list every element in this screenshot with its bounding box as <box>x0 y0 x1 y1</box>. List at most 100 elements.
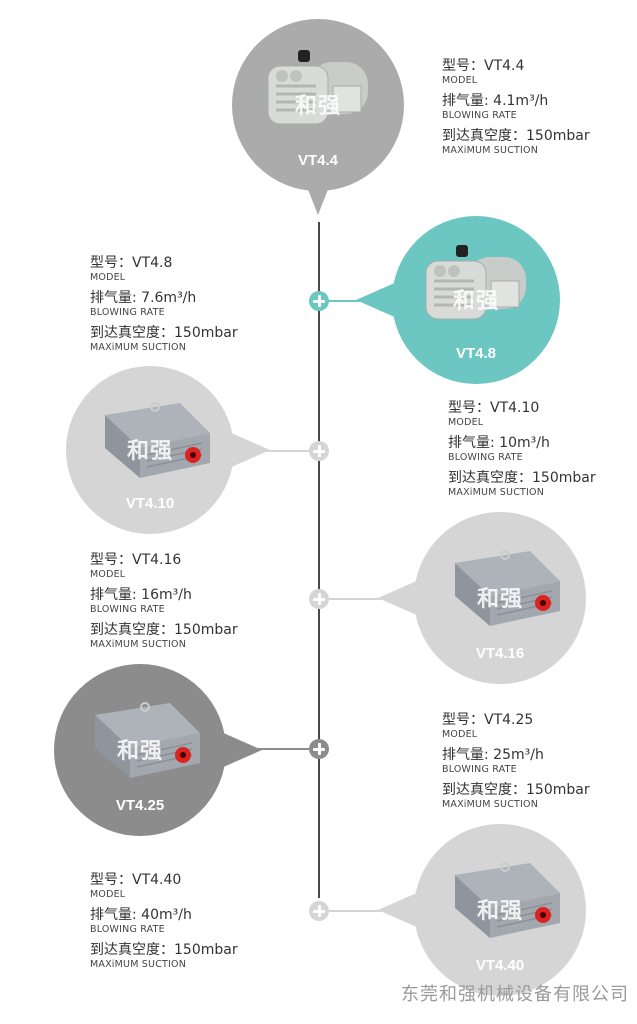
model-row: 型号：VT4.25 <box>442 712 590 729</box>
product-name: VT4.10 <box>125 495 175 512</box>
product-specs: 型号：VT4.10 MODEL 排气量: 10m³/h BLOWING RATE… <box>448 400 596 505</box>
suction-row: 到达真空度：150mbar <box>90 325 238 342</box>
suction-label-en: MAXiMUM SUCTION <box>90 342 187 353</box>
connector-line <box>319 598 424 600</box>
pump-image <box>416 243 536 337</box>
rate-label-en: BLOWING RATE <box>90 307 165 318</box>
model-label: 型号： <box>448 400 490 416</box>
model-row: 型号：VT4.40 <box>90 872 238 889</box>
model-row: 型号：VT4.8 <box>90 255 238 272</box>
rate-label-en: BLOWING RATE <box>442 764 517 775</box>
suction-row: 到达真空度：150mbar <box>90 942 238 959</box>
suction-label-en: MAXiMUM SUCTION <box>448 487 545 498</box>
suction-label-en: MAXiMUM SUCTION <box>90 959 187 970</box>
rate-label-en: BLOWING RATE <box>448 452 523 463</box>
rate-label: 排气量: <box>448 435 500 451</box>
rate-value: 25m³/h <box>493 747 544 763</box>
rate-row: 排气量: 4.1m³/h <box>442 93 590 110</box>
pump-image <box>75 693 205 787</box>
watermark: 和强 <box>476 897 523 924</box>
model-label-en: MODEL <box>90 272 126 283</box>
model-row: 型号：VT4.4 <box>442 58 590 75</box>
model-value: VT4.8 <box>132 255 173 271</box>
product-name: VT4.4 <box>297 152 339 169</box>
rate-value: 4.1m³/h <box>493 93 549 109</box>
suction-label-en: MAXiMUM SUCTION <box>90 639 187 650</box>
product-bubble[interactable]: 和强 VT4.8 <box>392 216 560 384</box>
suction-row: 到达真空度：150mbar <box>90 622 238 639</box>
expand-plus-icon[interactable] <box>309 291 329 311</box>
product-specs: 型号：VT4.16 MODEL 排气量: 16m³/h BLOWING RATE… <box>90 552 238 657</box>
watermark: 和强 <box>294 92 341 119</box>
suction-value: 150mbar <box>174 325 238 341</box>
product-specs: 型号：VT4.40 MODEL 排气量: 40m³/h BLOWING RATE… <box>90 872 238 977</box>
product-name: VT4.8 <box>455 345 497 362</box>
suction-label-en: MAXiMUM SUCTION <box>442 145 539 156</box>
pump-image <box>435 541 565 635</box>
product-bubble[interactable]: 和强 VT4.16 <box>414 512 586 684</box>
rate-row: 排气量: 16m³/h <box>90 587 238 604</box>
model-value: VT4.40 <box>132 872 182 888</box>
model-value: VT4.10 <box>490 400 540 416</box>
product-specs: 型号：VT4.25 MODEL 排气量: 25m³/h BLOWING RATE… <box>442 712 590 817</box>
rate-value: 7.6m³/h <box>141 290 197 306</box>
suction-label: 到达真空度： <box>448 470 532 486</box>
rate-row: 排气量: 10m³/h <box>448 435 596 452</box>
watermark: 和强 <box>116 737 163 764</box>
product-name: VT4.40 <box>475 957 525 974</box>
model-value: VT4.16 <box>132 552 182 568</box>
rate-label-en: BLOWING RATE <box>90 604 165 615</box>
rate-row: 排气量: 25m³/h <box>442 747 590 764</box>
rate-label-en: BLOWING RATE <box>442 110 517 121</box>
model-row: 型号：VT4.10 <box>448 400 596 417</box>
watermark: 和强 <box>476 585 523 612</box>
model-label: 型号： <box>442 58 484 74</box>
rate-label-en: BLOWING RATE <box>90 924 165 935</box>
expand-plus-icon[interactable] <box>309 589 329 609</box>
connector-line <box>216 748 319 750</box>
model-label-en: MODEL <box>90 889 126 900</box>
product-specs: 型号：VT4.4 MODEL 排气量: 4.1m³/h BLOWING RATE… <box>442 58 590 163</box>
product-specs: 型号：VT4.8 MODEL 排气量: 7.6m³/h BLOWING RATE… <box>90 255 238 360</box>
model-label-en: MODEL <box>90 569 126 580</box>
expand-plus-icon[interactable] <box>309 441 329 461</box>
suction-value: 150mbar <box>526 128 590 144</box>
product-name: VT4.25 <box>115 797 165 814</box>
rate-label: 排气量: <box>90 907 142 923</box>
suction-label-en: MAXiMUM SUCTION <box>442 799 539 810</box>
rate-label: 排气量: <box>90 587 142 603</box>
rate-label: 排气量: <box>442 93 494 109</box>
model-value: VT4.4 <box>484 58 525 74</box>
rate-value: 40m³/h <box>141 907 192 923</box>
suction-label: 到达真空度： <box>442 128 526 144</box>
connector-line <box>224 450 319 452</box>
product-bubble[interactable]: 和强 VT4.25 <box>54 664 226 836</box>
rate-value: 16m³/h <box>141 587 192 603</box>
model-row: 型号：VT4.16 <box>90 552 238 569</box>
product-bubble[interactable]: 和强 VT4.40 <box>414 824 586 996</box>
rate-row: 排气量: 7.6m³/h <box>90 290 238 307</box>
suction-label: 到达真空度： <box>90 942 174 958</box>
product-name: VT4.16 <box>475 645 525 662</box>
suction-row: 到达真空度：150mbar <box>442 782 590 799</box>
suction-value: 150mbar <box>526 782 590 798</box>
rate-row: 排气量: 40m³/h <box>90 907 238 924</box>
pump-image <box>435 853 565 947</box>
model-label: 型号： <box>442 712 484 728</box>
company-name: 东莞和强机械设备有限公司 <box>401 984 629 1005</box>
expand-plus-icon[interactable] <box>309 739 329 759</box>
expand-plus-icon[interactable] <box>309 901 329 921</box>
suction-row: 到达真空度：150mbar <box>442 128 590 145</box>
timeline-line <box>318 222 320 898</box>
rate-label: 排气量: <box>442 747 494 763</box>
rate-value: 10m³/h <box>499 435 550 451</box>
product-bubble[interactable]: 和强 VT4.4 <box>232 19 404 191</box>
pump-image <box>85 393 215 487</box>
watermark: 和强 <box>126 438 173 465</box>
rate-label: 排气量: <box>90 290 142 306</box>
pump-image <box>258 48 378 142</box>
product-bubble[interactable]: 和强 VT4.10 <box>66 366 234 534</box>
suction-value: 150mbar <box>174 942 238 958</box>
suction-value: 150mbar <box>174 622 238 638</box>
watermark: 和强 <box>452 288 499 315</box>
